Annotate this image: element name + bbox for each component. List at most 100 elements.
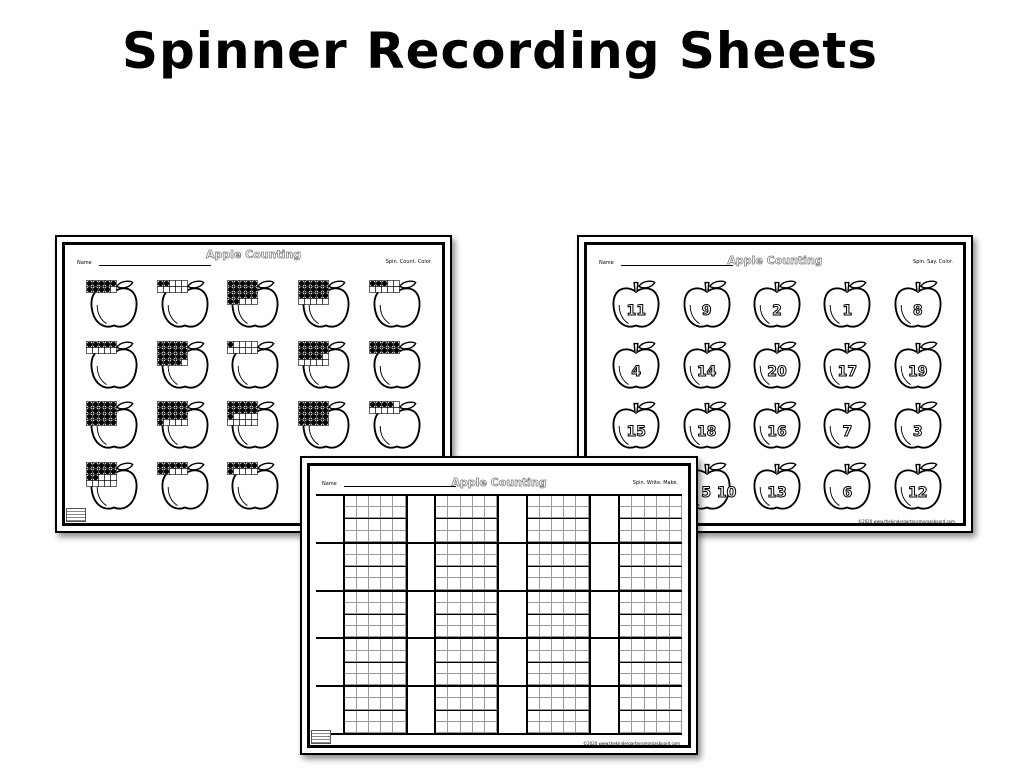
dot: [316, 401, 323, 408]
dot: [246, 286, 252, 293]
dot: [298, 347, 305, 353]
dot: [240, 292, 246, 299]
write-box[interactable]: [591, 639, 618, 685]
apple: [220, 275, 291, 336]
apple-icon: [753, 462, 801, 510]
count-sheet: Apple Counting Name Spin. Count. Color.: [55, 235, 452, 533]
recording-grid: [316, 494, 682, 735]
apple-grid: [79, 275, 432, 517]
apple-icon: [753, 341, 801, 389]
apple: 18: [671, 396, 741, 457]
ten-frame: [368, 340, 400, 354]
apple-icon: [824, 341, 871, 389]
write-box[interactable]: [591, 496, 618, 542]
write-box[interactable]: [408, 687, 435, 733]
dot: [157, 419, 163, 426]
write-box[interactable]: [408, 639, 435, 685]
dot: [375, 280, 381, 287]
write-box[interactable]: [408, 544, 435, 590]
dot: [99, 280, 105, 287]
dot: [105, 286, 111, 293]
name-label: Name: [77, 260, 92, 266]
apple-number: 8: [912, 303, 923, 320]
dot: [163, 407, 169, 414]
write-box[interactable]: [591, 687, 618, 733]
ten-frame: [86, 280, 118, 293]
apple: [150, 336, 221, 397]
dot: [99, 419, 105, 426]
write-box[interactable]: [408, 592, 435, 638]
ten-frame: [527, 567, 589, 590]
apple-icon: [373, 401, 421, 449]
dot: [169, 401, 175, 408]
write-box[interactable]: [499, 639, 526, 685]
apple-number: 13: [767, 484, 788, 501]
dot: [298, 286, 305, 293]
write-box[interactable]: [316, 592, 343, 638]
dot: [234, 292, 240, 299]
dot: [246, 407, 252, 414]
write-box[interactable]: [316, 496, 343, 542]
ten-frame: [344, 519, 406, 542]
apple: [291, 336, 362, 397]
dot: [169, 353, 175, 359]
dot: [93, 407, 99, 414]
dot: [322, 286, 329, 293]
dot: [310, 407, 317, 414]
dot: [387, 401, 393, 408]
dot: [93, 474, 99, 480]
dot: [181, 462, 187, 468]
dot: [304, 353, 311, 359]
ten-frame: [619, 687, 682, 711]
dot: [387, 341, 393, 347]
dot: [99, 401, 105, 408]
write-box[interactable]: [591, 592, 618, 638]
record-cell: [316, 687, 408, 733]
dot: [157, 462, 163, 468]
apple: 7: [812, 396, 882, 457]
dot: [111, 341, 117, 347]
ten-frame: [619, 519, 682, 542]
dot: [157, 468, 163, 474]
dot: [304, 401, 311, 408]
dot: [157, 359, 163, 365]
write-box[interactable]: [499, 687, 526, 733]
name-label: Name: [599, 260, 614, 266]
apple-icon: [683, 280, 730, 328]
dot: [234, 401, 240, 408]
ten-frame: [619, 543, 682, 568]
apple: 11: [601, 275, 671, 336]
ten-frame: [344, 567, 406, 590]
write-box[interactable]: [499, 544, 526, 590]
dot: [99, 286, 105, 293]
dot: [105, 341, 111, 347]
apple: [150, 396, 221, 457]
dot: [87, 280, 93, 287]
write-box[interactable]: [499, 592, 526, 638]
apple: [291, 275, 362, 336]
apple: 3: [883, 396, 953, 457]
dot: [375, 341, 381, 347]
dot: [175, 341, 181, 347]
apple: [150, 457, 221, 518]
directions: Spin. Write. Make.: [632, 480, 678, 486]
dot: [240, 407, 246, 414]
dot: [111, 280, 117, 287]
write-box[interactable]: [316, 639, 343, 685]
directions: Spin. Say. Color.: [913, 259, 953, 265]
write-box[interactable]: [499, 496, 526, 542]
write-box[interactable]: [316, 544, 343, 590]
ten-frame: [619, 615, 682, 638]
apple: 2: [742, 275, 812, 336]
apple: 16: [742, 396, 812, 457]
apple: 4: [601, 336, 671, 397]
record-cell: [499, 543, 591, 590]
write-box[interactable]: [316, 687, 343, 733]
dot: [93, 341, 99, 347]
dot: [246, 462, 252, 468]
write-box[interactable]: [591, 544, 618, 590]
apple-number: 2: [772, 303, 783, 320]
dot: [87, 474, 93, 480]
write-box[interactable]: [408, 496, 435, 542]
ten-frame: [436, 687, 497, 711]
